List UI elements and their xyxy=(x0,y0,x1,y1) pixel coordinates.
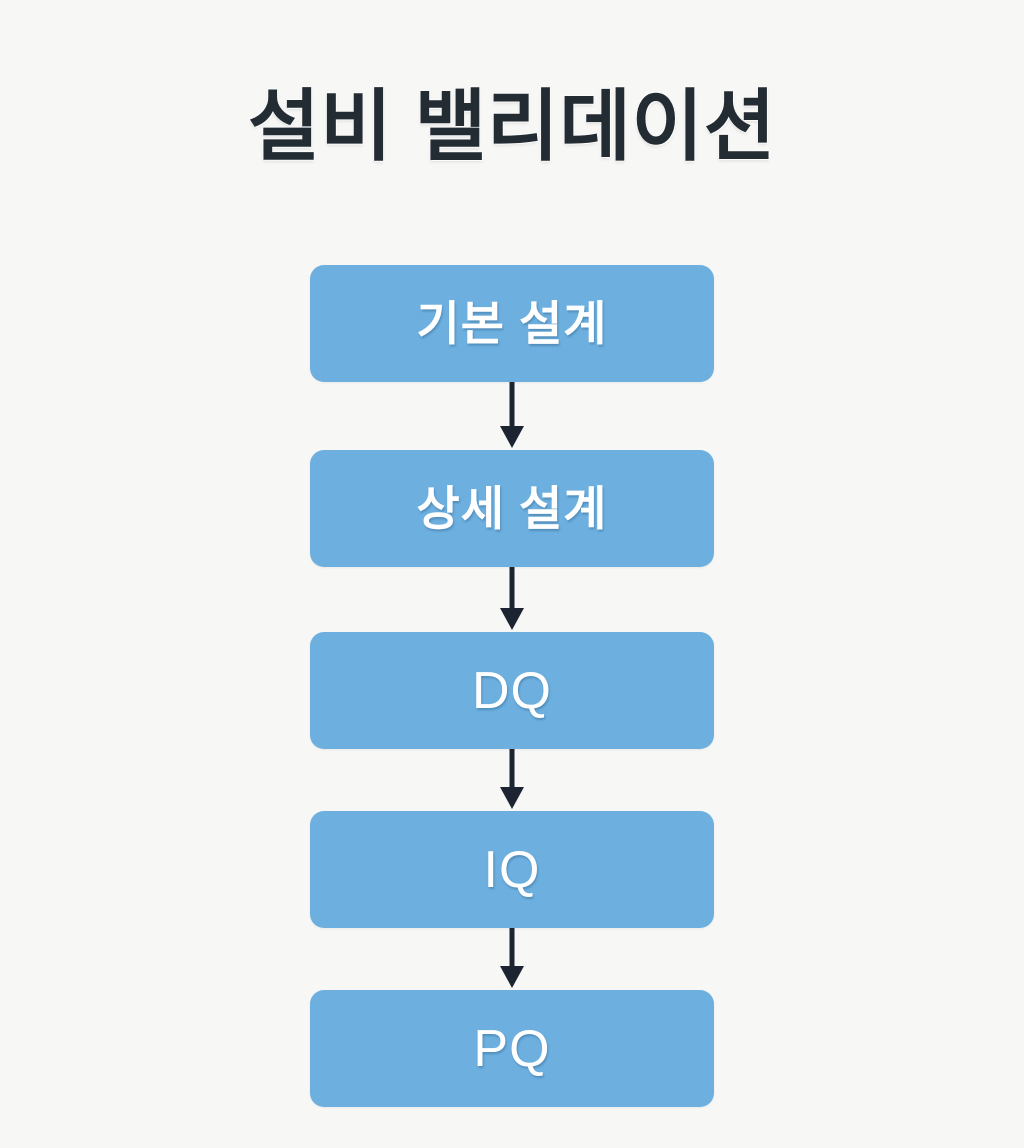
down-arrow-icon xyxy=(500,567,524,630)
flow-node-label: DQ xyxy=(472,661,552,720)
flow-node-dq[interactable]: DQ xyxy=(310,632,714,749)
flow-node-iq[interactable]: IQ xyxy=(310,811,714,928)
flow-node-pq[interactable]: PQ xyxy=(310,990,714,1107)
down-arrow-icon xyxy=(500,749,524,809)
flow-connector-2 xyxy=(310,567,714,632)
flow-node-label: 기본 설계 xyxy=(416,297,608,350)
flow-node-label: 상세 설계 xyxy=(416,482,608,535)
down-arrow-icon xyxy=(500,928,524,988)
flow-connector-1 xyxy=(310,382,714,450)
flow-node-label: IQ xyxy=(483,840,541,899)
flowchart-node-list: 기본 설계 상세 설계 DQ xyxy=(310,265,714,1107)
flow-node-detailed-design[interactable]: 상세 설계 xyxy=(310,450,714,567)
page-title: 설비 밸리데이션 xyxy=(248,82,776,170)
flow-connector-4 xyxy=(310,928,714,990)
down-arrow-icon xyxy=(500,382,524,448)
flow-connector-3 xyxy=(310,749,714,811)
flow-node-basic-design[interactable]: 기본 설계 xyxy=(310,265,714,382)
flow-node-label: PQ xyxy=(473,1019,551,1078)
